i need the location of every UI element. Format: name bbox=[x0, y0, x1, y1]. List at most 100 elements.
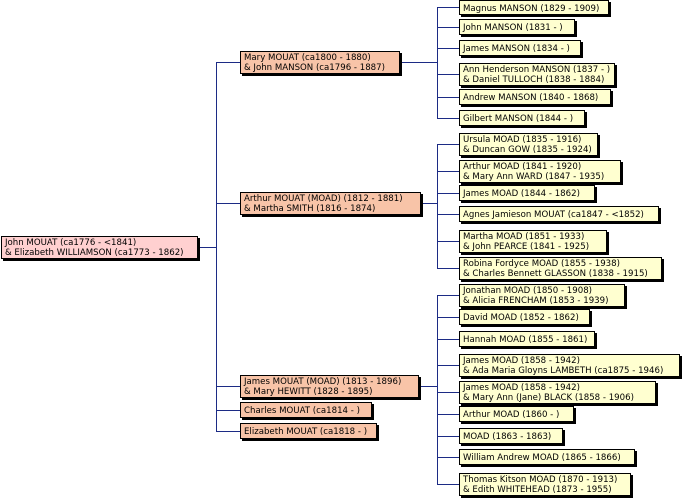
person-grandchild[interactable]: Robina Fordyce MOAD (1855 - 1938) & Char… bbox=[459, 257, 662, 280]
person-grandchild[interactable]: Jonathan MOAD (1850 - 1908) & Alicia FRE… bbox=[459, 284, 625, 307]
connector-line bbox=[437, 214, 459, 215]
connector-line bbox=[437, 193, 459, 194]
connector-line bbox=[199, 247, 216, 248]
person-line1: Arthur MOAD (1841 - 1920) bbox=[463, 162, 582, 172]
person-line1: MOAD (1863 - 1863) bbox=[463, 432, 552, 442]
person-line1: James MOUAT (MOAD) (1813 - 1896) bbox=[244, 377, 402, 387]
person-line1: Arthur MOUAT (MOAD) (1812 - 1881) bbox=[244, 194, 403, 204]
connector-line bbox=[437, 118, 459, 119]
person-line1: Gilbert MANSON (1844 - ) bbox=[463, 114, 574, 124]
person-line1: John MANSON (1831 - ) bbox=[463, 23, 563, 33]
person-line1: Martha MOAD (1851 - 1933) bbox=[463, 232, 585, 242]
person-line2: & Daniel TULLOCH (1838 - 1884) bbox=[463, 75, 605, 85]
person-line1: Ann Henderson MANSON (1837 - ) bbox=[463, 65, 611, 75]
person-line2: & John MANSON (ca1796 - 1887) bbox=[244, 63, 385, 73]
connector-line bbox=[437, 144, 459, 145]
person-grandchild[interactable]: Martha MOAD (1851 - 1933) & John PEARCE … bbox=[459, 230, 607, 253]
connector-line bbox=[437, 268, 459, 269]
person-line2: & Mary HEWITT (1828 - 1895) bbox=[244, 387, 373, 397]
person-line2: & John PEARCE (1841 - 1925) bbox=[463, 242, 590, 252]
person-line1: John MOUAT (ca1776 - <1841) bbox=[5, 238, 137, 248]
person-line1: James MOAD (1858 - 1942) bbox=[463, 356, 580, 366]
person-line2: & Alicia FRENCHAM (1853 - 1939) bbox=[463, 296, 609, 306]
person-line2: & Mary Ann WARD (1847 - 1935) bbox=[463, 172, 605, 182]
connector-line bbox=[216, 386, 240, 387]
connector-line bbox=[437, 295, 459, 296]
person-line1: Agnes Jamieson MOUAT (ca1847 - <1852) bbox=[463, 210, 644, 220]
connector-line bbox=[437, 144, 438, 268]
person-line1: Thomas Kitson MOAD (1870 - 1913) bbox=[463, 475, 618, 485]
person-line2: & Martha SMITH (1816 - 1874) bbox=[244, 204, 376, 214]
person-grandchild[interactable]: MOAD (1863 - 1863) bbox=[459, 428, 563, 444]
person-line2: & Edith WHITEHEAD (1873 - 1955) bbox=[463, 485, 612, 495]
person-grandchild[interactable]: Ursula MOAD (1835 - 1916) & Duncan GOW (… bbox=[459, 133, 598, 156]
person-child[interactable]: James MOUAT (MOAD) (1813 - 1896) & Mary … bbox=[240, 375, 419, 398]
connector-line bbox=[437, 339, 459, 340]
connector-line bbox=[437, 295, 438, 484]
person-line1: Hannah MOAD (1855 - 1861) bbox=[463, 335, 588, 345]
connector-line bbox=[216, 62, 217, 431]
person-line2: & Ada Maria Gloyns LAMBETH (ca1875 - 194… bbox=[463, 366, 664, 376]
person-grandchild[interactable]: James MANSON (1834 - ) bbox=[459, 40, 581, 56]
person-grandchild[interactable]: Magnus MANSON (1829 - 1909) bbox=[459, 0, 609, 15]
connector-line bbox=[437, 241, 459, 242]
connector-line bbox=[422, 203, 437, 204]
person-line1: Andrew MANSON (1840 - 1868) bbox=[463, 93, 599, 103]
person-grandchild[interactable]: James MOAD (1858 - 1942) & Mary Ann (Jan… bbox=[459, 381, 656, 404]
connector-line bbox=[216, 410, 240, 411]
person-child[interactable]: Arthur MOUAT (MOAD) (1812 - 1881) & Mart… bbox=[240, 192, 421, 215]
person-line1: Magnus MANSON (1829 - 1909) bbox=[463, 4, 600, 14]
person-grandchild[interactable]: William Andrew MOAD (1865 - 1866) bbox=[459, 449, 635, 465]
connector-line bbox=[437, 97, 459, 98]
person-line2: & Charles Bennett GLASSON (1838 - 1915) bbox=[463, 269, 648, 279]
person-grandchild[interactable]: John MANSON (1831 - ) bbox=[459, 19, 575, 35]
connector-line bbox=[401, 62, 437, 63]
person-line1: Robina Fordyce MOAD (1855 - 1938) bbox=[463, 259, 620, 269]
connector-line bbox=[437, 74, 459, 75]
connector-line bbox=[437, 392, 459, 393]
person-grandchild[interactable]: Arthur MOAD (1841 - 1920) & Mary Ann WAR… bbox=[459, 160, 621, 183]
person-grandchild[interactable]: Arthur MOAD (1860 - ) bbox=[459, 406, 574, 422]
connector-line bbox=[437, 317, 459, 318]
person-grandchild[interactable]: James MOAD (1858 - 1942) & Ada Maria Glo… bbox=[459, 354, 680, 377]
person-line2: & Duncan GOW (1835 - 1924) bbox=[463, 145, 592, 155]
person-line1: David MOAD (1852 - 1862) bbox=[463, 313, 579, 323]
connector-line bbox=[437, 7, 459, 8]
person-grandchild[interactable]: James MOAD (1844 - 1862) bbox=[459, 185, 595, 201]
connector-line bbox=[437, 457, 459, 458]
person-child[interactable]: Mary MOUAT (ca1800 - 1880) & John MANSON… bbox=[240, 51, 400, 74]
person-line1: Arthur MOAD (1860 - ) bbox=[463, 410, 560, 420]
connector-line bbox=[437, 484, 459, 485]
connector-line bbox=[216, 431, 240, 432]
person-line1: Mary MOUAT (ca1800 - 1880) bbox=[244, 53, 371, 63]
connector-line bbox=[216, 62, 240, 63]
person-grandchild[interactable]: Andrew MANSON (1840 - 1868) bbox=[459, 89, 611, 105]
person-line1: James MOAD (1858 - 1942) bbox=[463, 383, 580, 393]
connector-line bbox=[437, 414, 459, 415]
person-line1: James MOAD (1844 - 1862) bbox=[463, 189, 580, 199]
person-grandchild[interactable]: Agnes Jamieson MOUAT (ca1847 - <1852) bbox=[459, 206, 659, 222]
connector-line bbox=[437, 171, 459, 172]
connector-line bbox=[437, 365, 459, 366]
person-line1: Elizabeth MOUAT (ca1818 - ) bbox=[244, 427, 368, 437]
connector-line bbox=[437, 27, 459, 28]
person-line1: Jonathan MOAD (1850 - 1908) bbox=[463, 286, 593, 296]
person-line1: Charles MOUAT (ca1814 - ) bbox=[244, 406, 360, 416]
person-grandchild[interactable]: David MOAD (1852 - 1862) bbox=[459, 309, 590, 325]
person-grandchild[interactable]: Gilbert MANSON (1844 - ) bbox=[459, 110, 585, 126]
person-root[interactable]: John MOUAT (ca1776 - <1841) & Elizabeth … bbox=[1, 236, 198, 259]
person-line1: William Andrew MOAD (1865 - 1866) bbox=[463, 453, 621, 463]
connector-line bbox=[437, 48, 459, 49]
person-line2: & Mary Ann (Jane) BLACK (1858 - 1906) bbox=[463, 393, 634, 403]
person-line1: Ursula MOAD (1835 - 1916) bbox=[463, 135, 582, 145]
person-child[interactable]: Charles MOUAT (ca1814 - ) bbox=[240, 402, 372, 418]
person-line1: James MANSON (1834 - ) bbox=[463, 44, 570, 54]
connector-line bbox=[216, 203, 240, 204]
connector-line bbox=[437, 7, 438, 118]
person-child[interactable]: Elizabeth MOUAT (ca1818 - ) bbox=[240, 423, 377, 439]
person-grandchild[interactable]: Hannah MOAD (1855 - 1861) bbox=[459, 331, 595, 347]
person-line2: & Elizabeth WILLIAMSON (ca1773 - 1862) bbox=[5, 248, 184, 258]
person-grandchild[interactable]: Thomas Kitson MOAD (1870 - 1913) & Edith… bbox=[459, 473, 631, 496]
person-grandchild[interactable]: Ann Henderson MANSON (1837 - ) & Daniel … bbox=[459, 63, 615, 86]
